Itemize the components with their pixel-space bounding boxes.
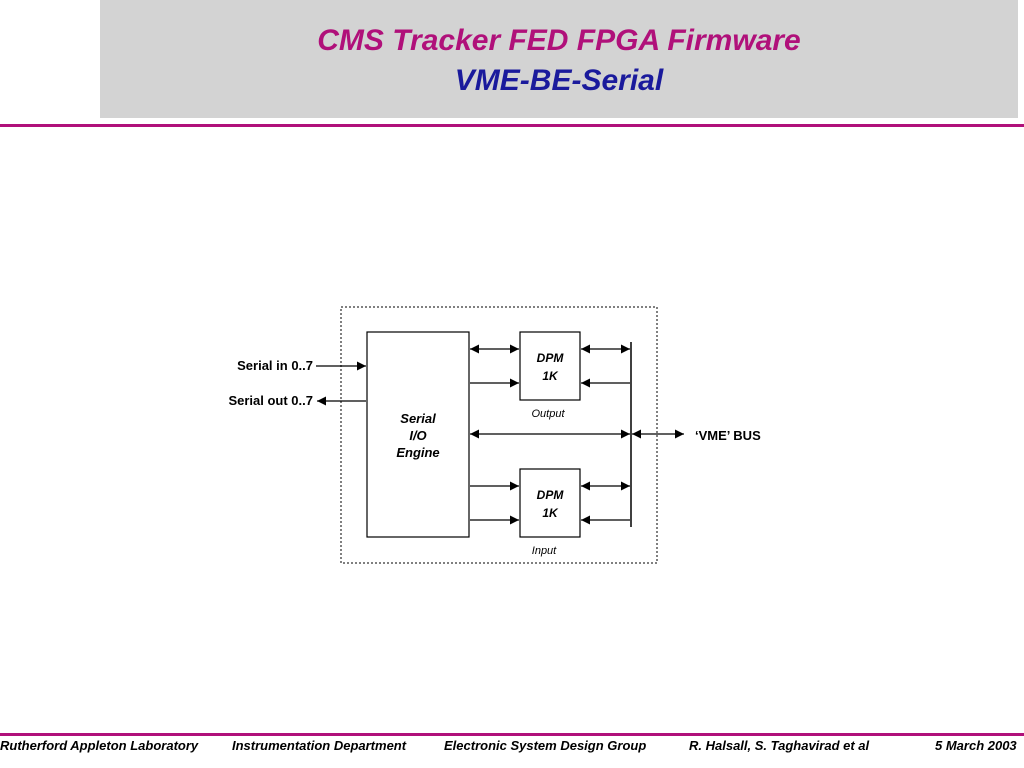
engine-label-line-2: I/O [409,428,426,443]
dpm-input-block [519,468,581,538]
dpm-output-block [519,331,581,401]
title-banner [100,0,1018,118]
footer-group: Electronic System Design Group [444,738,647,753]
slide-title: CMS Tracker FED FPGA Firmware [317,24,801,57]
engine-label-line-1: Serial [400,411,436,426]
dpm-input-label-line-1: DPM [537,488,565,502]
vme-bus-label: ‘VME’ BUS [695,428,761,443]
serial-in-label: Serial in 0..7 [237,358,313,373]
dpm-output-label-line-1: DPM [537,351,565,365]
slide-subtitle: VME-BE-Serial [454,64,664,97]
footer-lab: Rutherford Appleton Laboratory [0,738,199,753]
dpm-output-caption: Output [531,408,565,420]
dpm-output-label-line-2: 1K [542,369,559,383]
footer: Rutherford Appleton Laboratory Instrumen… [0,738,1024,758]
serial-out-label: Serial out 0..7 [228,393,313,408]
engine-label-line-3: Engine [396,445,439,460]
footer-department: Instrumentation Department [232,738,407,753]
footer-date: 5 March 2003 [935,738,1017,753]
dpm-input-caption: Input [532,545,557,557]
top-divider [0,124,1024,127]
bottom-divider [0,733,1024,736]
serial-io-engine-block [366,331,470,538]
dpm-input-label-line-2: 1K [542,506,559,520]
footer-authors: R. Halsall, S. Taghavirad et al [689,738,870,753]
